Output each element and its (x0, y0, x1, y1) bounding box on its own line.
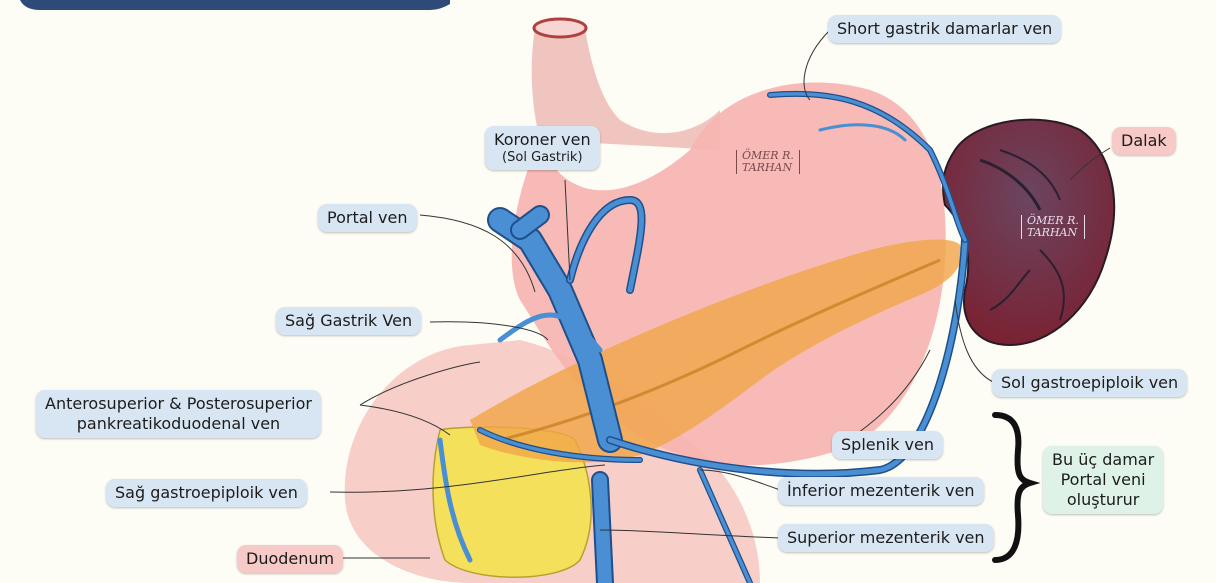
label-koroner: Koroner ven (Sol Gastrik) (485, 126, 600, 170)
label-bu-uc-line1: Bu üç damar (1052, 450, 1154, 470)
label-superior-mezenterik: Superior mezenterik ven (778, 524, 994, 552)
watermark-spleen: ÖMER R. TARHAN (1021, 215, 1085, 239)
label-pankreatiko-line1: Anterosuperior & Posterosuperior (45, 394, 312, 414)
label-pankreatiko-line2: pankreatikoduodenal ven (45, 414, 312, 434)
watermark-line2: TARHAN (742, 162, 794, 174)
label-sag-gastrik: Sağ Gastrik Ven (276, 307, 421, 335)
label-bu-uc-damar: Bu üç damar Portal veni oluşturur (1043, 446, 1163, 514)
group-bracket (995, 415, 1030, 560)
title-bar-fragment (20, 0, 450, 10)
label-sol-gastroepiploik: Sol gastroepiploik ven (992, 369, 1187, 397)
label-dalak: Dalak (1112, 127, 1176, 155)
label-duodenum: Duodenum (237, 545, 343, 573)
label-bu-uc-line3: oluşturur (1052, 490, 1154, 510)
label-pankreatikoduodenal: Anterosuperior & Posterosuperior pankrea… (36, 390, 321, 438)
label-inferior-mezenterik: İnferior mezenterik ven (778, 477, 984, 505)
label-sag-gastroepiploik: Sağ gastroepiploik ven (106, 479, 307, 507)
watermark-line2: TARHAN (1027, 227, 1079, 239)
label-portal: Portal ven (318, 204, 417, 232)
esophagus-opening (534, 19, 586, 37)
label-koroner-line2: (Sol Gastrik) (494, 150, 591, 166)
label-bu-uc-line2: Portal veni (1052, 470, 1154, 490)
label-koroner-line1: Koroner ven (494, 130, 591, 150)
label-splenik: Splenik ven (832, 431, 943, 459)
watermark-stomach: ÖMER R. TARHAN (736, 150, 800, 174)
label-short-gastric: Short gastrik damarlar ven (828, 15, 1061, 43)
